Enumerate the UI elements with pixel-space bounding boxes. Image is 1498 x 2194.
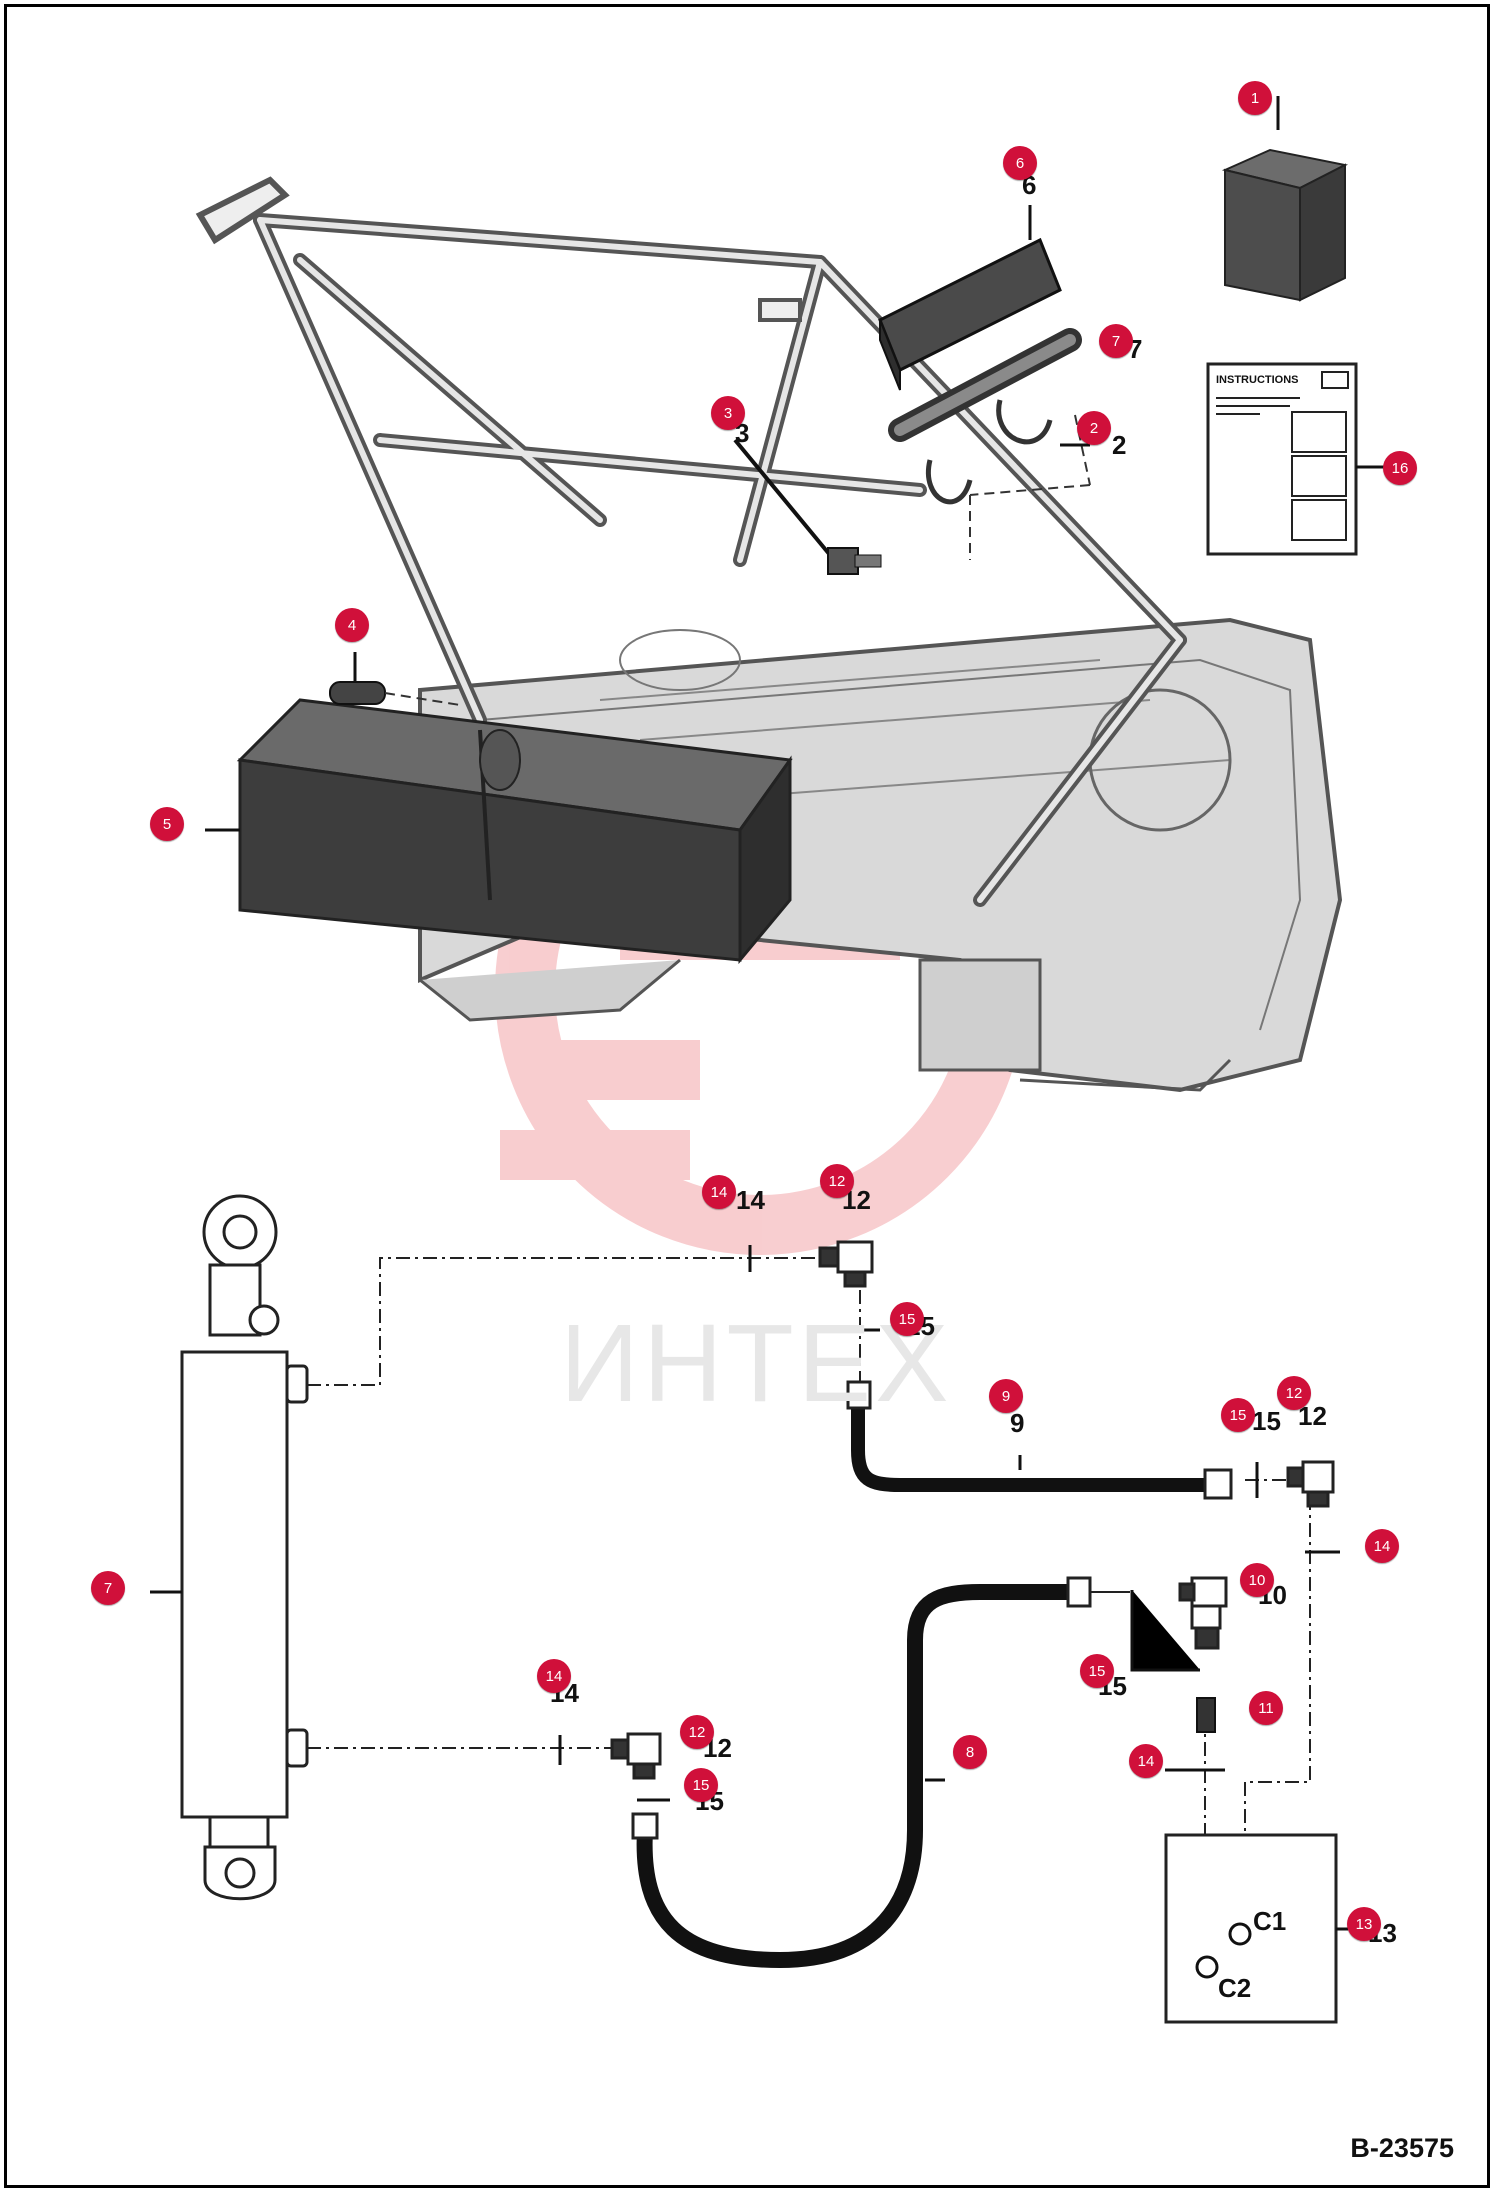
callout-14-right[interactable]: 14 — [1365, 1529, 1399, 1563]
callout-11[interactable]: 11 — [1249, 1691, 1283, 1725]
callout-7-lower[interactable]: 7 — [91, 1571, 125, 1605]
callout-2[interactable]: 2 — [1077, 411, 1111, 445]
callout-7-upper[interactable]: 7 — [1099, 324, 1133, 358]
callout-14-top[interactable]: 14 — [702, 1175, 736, 1209]
callout-9[interactable]: 9 — [989, 1379, 1023, 1413]
document-number: B-23575 — [1350, 2133, 1454, 2163]
instructions-heading: INSTRUCTIONS — [1216, 374, 1299, 386]
part-label-2: 2 — [1112, 430, 1127, 460]
callout-12-left[interactable]: 12 — [680, 1715, 714, 1749]
instruction-sheet-drawing — [1206, 362, 1385, 556]
port-c1-label: C1 — [1253, 1906, 1287, 1936]
bolt-drawing — [733, 438, 882, 575]
part-label-14-top: 14 — [736, 1185, 765, 1215]
hydraulic-schematic — [150, 1194, 1348, 2024]
callout-15-top[interactable]: 15 — [890, 1302, 924, 1336]
callout-14-left[interactable]: 14 — [537, 1659, 571, 1693]
callout-15-left[interactable]: 15 — [684, 1768, 718, 1802]
callout-12-right[interactable]: 12 — [1277, 1376, 1311, 1410]
callout-15-mid[interactable]: 15 — [1080, 1654, 1114, 1688]
callout-1[interactable]: 1 — [1238, 81, 1272, 115]
mulcher-frame-drawing — [195, 176, 1343, 1093]
callout-3[interactable]: 3 — [711, 396, 745, 430]
watermark-text: ИНТЕХ — [560, 1302, 953, 1425]
callout-5[interactable]: 5 — [150, 807, 184, 841]
port-c2-label: C2 — [1218, 1973, 1252, 2003]
callout-14-mid[interactable]: 14 — [1129, 1744, 1163, 1778]
callout-15-right[interactable]: 15 — [1221, 1398, 1255, 1432]
part-label-3: 3 — [735, 418, 750, 448]
pin-drawing — [329, 681, 461, 706]
callout-13[interactable]: 13 — [1347, 1907, 1381, 1941]
callout-12-top[interactable]: 12 — [820, 1164, 854, 1198]
rubber-pad-drawing — [878, 205, 1062, 391]
callout-6[interactable]: 6 — [1003, 146, 1037, 180]
weight-box-drawing — [236, 698, 793, 965]
callout-4[interactable]: 4 — [335, 608, 369, 642]
hydraulic-cylinder-upper-drawing — [888, 328, 1091, 560]
hydraulic-cylinder-lower-drawing — [150, 1194, 309, 1901]
callout-16[interactable]: 16 — [1383, 451, 1417, 485]
callout-10[interactable]: 10 — [1240, 1563, 1274, 1597]
part-label-15-right: 15 — [1252, 1406, 1281, 1436]
box-kit-drawing — [1221, 96, 1349, 302]
part-label-9: 9 — [1010, 1408, 1025, 1438]
callout-8[interactable]: 8 — [953, 1735, 987, 1769]
